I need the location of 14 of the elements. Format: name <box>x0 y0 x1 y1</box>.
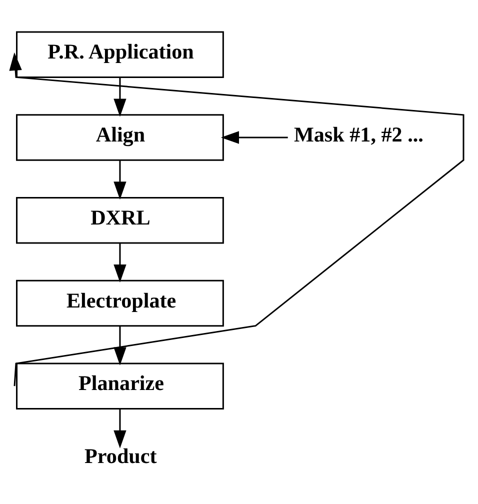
node-box: P.R. Application <box>16 31 224 78</box>
node-text: Product <box>84 444 157 468</box>
arrow <box>220 131 288 144</box>
arrow <box>114 326 126 366</box>
node-box: Electroplate <box>16 280 224 327</box>
arrow <box>114 160 126 200</box>
arrow <box>114 243 126 283</box>
node-box: Planarize <box>16 362 224 410</box>
node-box: DXRL <box>16 197 224 244</box>
arrow <box>9 52 464 386</box>
node-text: Mask #1, #2 ... <box>294 122 424 147</box>
node-box: Align <box>16 114 224 161</box>
arrow <box>114 409 126 448</box>
arrow <box>114 78 126 117</box>
